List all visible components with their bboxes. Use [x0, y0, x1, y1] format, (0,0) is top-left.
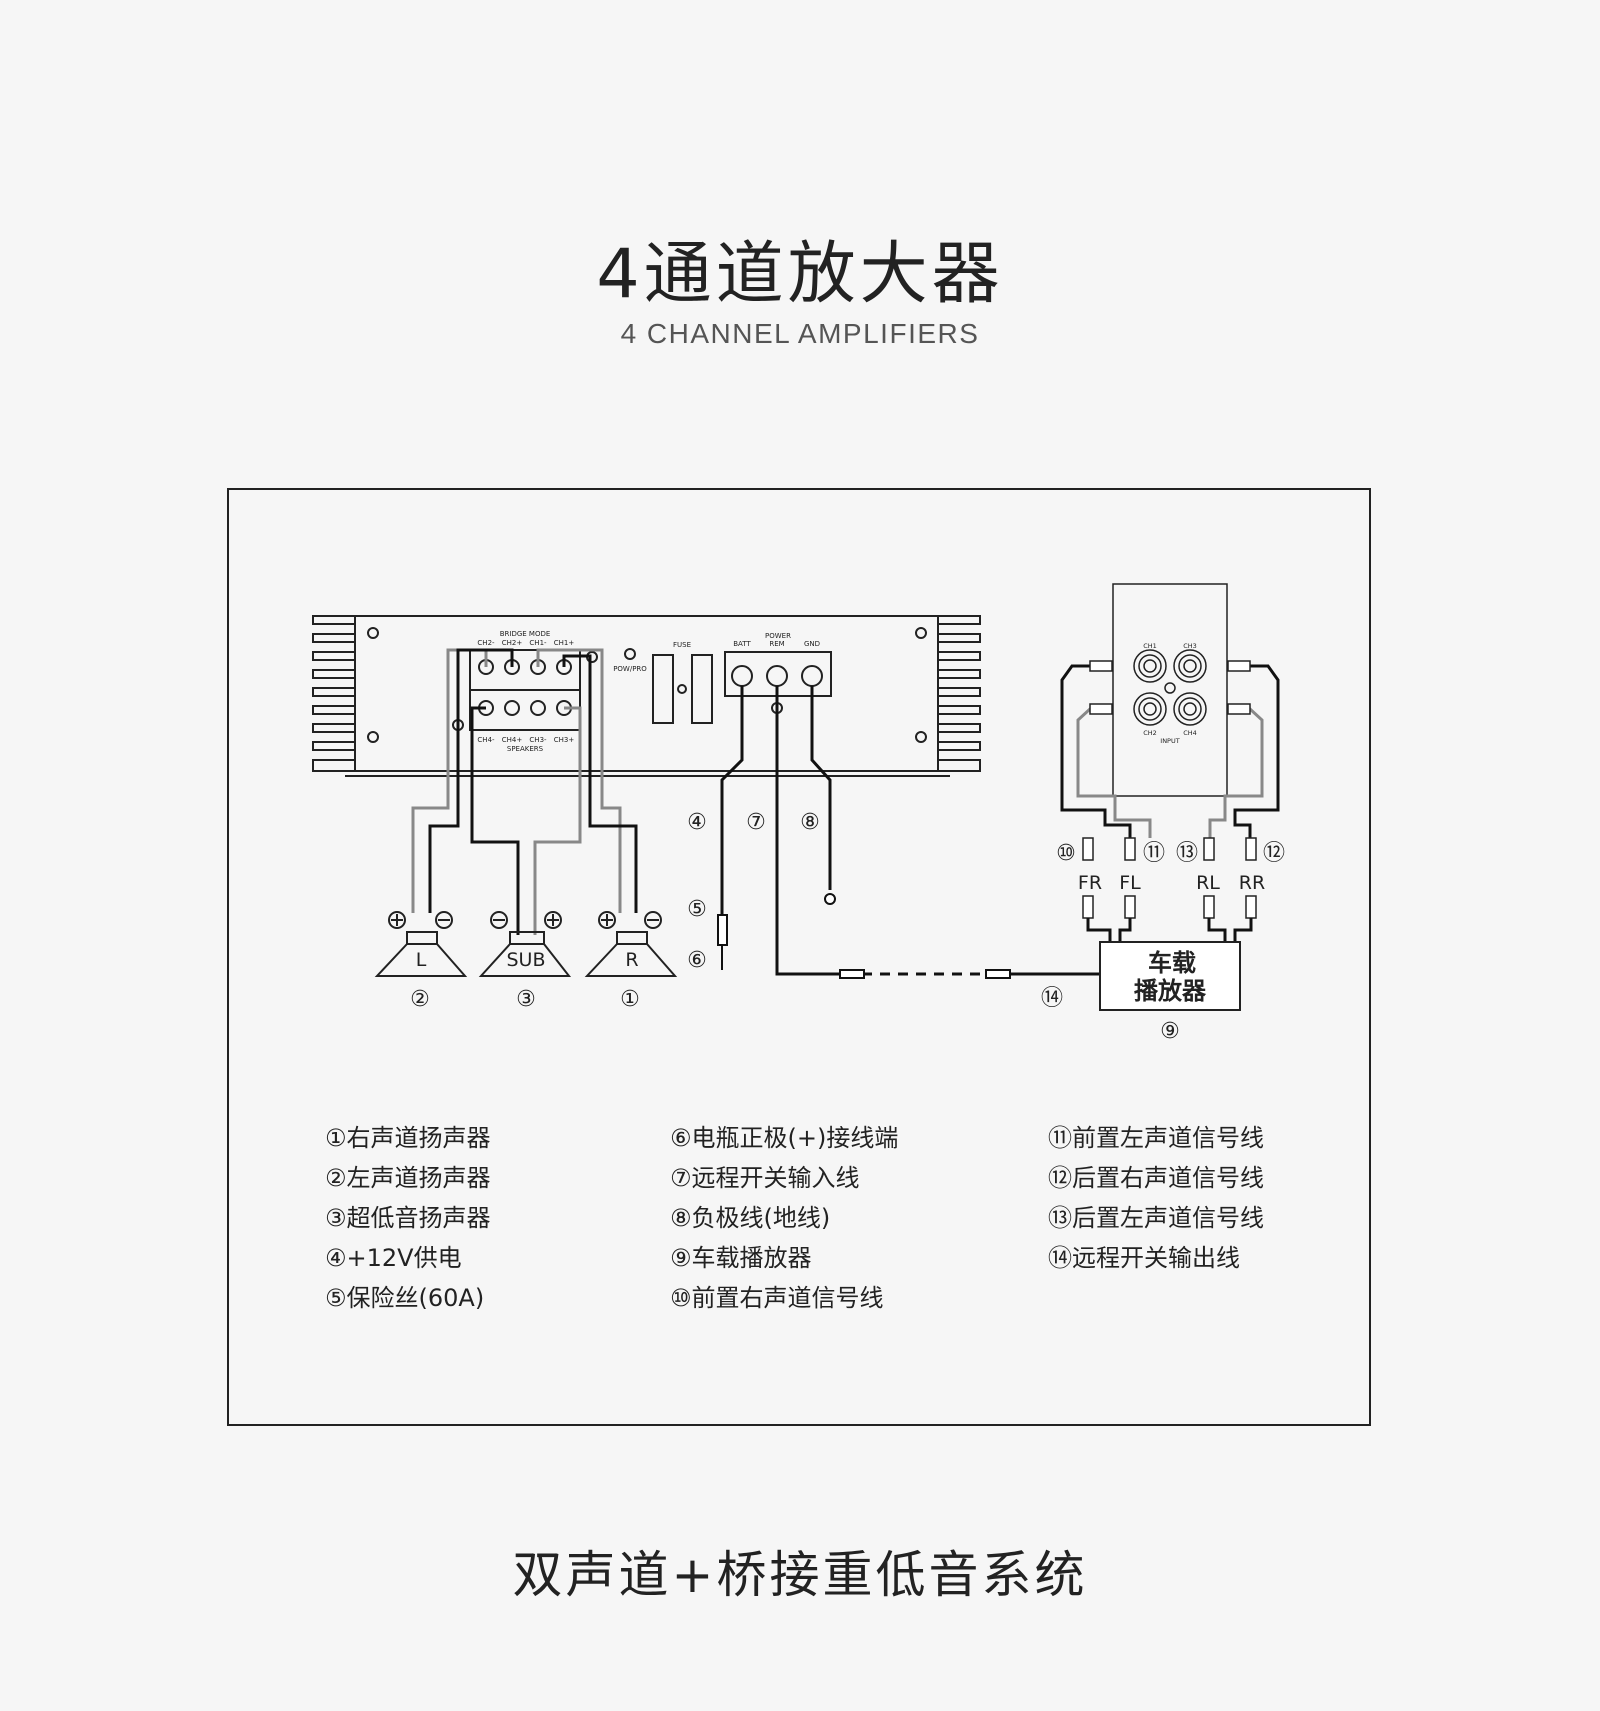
legend-item: ⑤保险丝(60A) [325, 1284, 485, 1312]
rca-cable-ch4 [1208, 707, 1264, 838]
head-unit-label-1: 车载 [1148, 949, 1196, 977]
diagram-frame [227, 488, 1371, 1426]
legend-item: ④+12V供电 [325, 1244, 462, 1272]
legend-item: ⑩前置右声道信号线 [670, 1284, 884, 1312]
fuse-label: FUSE [673, 641, 691, 649]
terminal-label: CH4- [477, 736, 495, 744]
marker-2: ② [410, 987, 430, 1012]
power-terminal-label: REM [769, 640, 784, 648]
pow-pro-label: POW/PRO [613, 665, 647, 673]
marker-1: ① [620, 987, 640, 1012]
heatsink-left [312, 615, 355, 772]
connector-fr: FR [1078, 872, 1102, 894]
speaker-sub [478, 931, 572, 977]
speakers-label: SPEAKERS [507, 745, 544, 753]
legend-item: ⑬后置左声道信号线 [1048, 1204, 1264, 1232]
terminal-label: CH1- [529, 639, 547, 647]
marker-3: ③ [516, 987, 536, 1012]
marker-10: ⑩ [1056, 841, 1076, 866]
fuse-right [691, 654, 713, 724]
fuse-holder [717, 914, 728, 946]
rem-connector-a [839, 969, 865, 979]
legend-column-3: ⑪前置左声道信号线 ⑫后置右声道信号线 ⑬后置左声道信号线 ⑭远程开关输出线 [1048, 1118, 1264, 1278]
wire-left-neg [428, 648, 514, 913]
legend-item: ⑨车载播放器 [670, 1244, 812, 1272]
plug-rl [1203, 837, 1215, 861]
marker-7: ⑦ [746, 810, 766, 835]
footer-caption: 双声道+桥接重低音系统 [512, 1546, 1088, 1604]
legend-column-1: ①右声道扬声器 ②左声道扬声器 ③超低音扬声器 ④+12V供电 ⑤保险丝(60A… [325, 1118, 491, 1318]
speaker-sub-label: SUB [506, 949, 545, 971]
wire-gnd [810, 686, 832, 890]
rca-jacks [1133, 649, 1207, 726]
page-title: 4通道放大器 [596, 235, 1004, 314]
bridge-mode-label: BRIDGE MODE [500, 630, 551, 638]
connector-rl: RL [1196, 872, 1220, 894]
speaker-right-label: R [625, 949, 638, 971]
rca-label: CH4 [1183, 729, 1197, 737]
amplifier-body [354, 615, 939, 772]
terminal-label: CH2- [477, 639, 495, 647]
legend-item: ⑦远程开关输入线 [670, 1164, 860, 1192]
heatsink-right [938, 615, 981, 772]
rca-label: CH3 [1183, 642, 1197, 650]
rca-cable-ch1 [1060, 664, 1132, 838]
legend-item: ①右声道扬声器 [325, 1124, 491, 1152]
marker-5: ⑤ [687, 897, 707, 922]
rca-cable-ch3 [1230, 664, 1280, 838]
power-terminal-label: BATT [733, 640, 751, 648]
page-subtitle: 4 CHANNEL AMPLIFIERS [620, 318, 980, 349]
plug-fl [1124, 837, 1136, 861]
marker-4: ④ [687, 810, 707, 835]
power-terminal-label: GND [804, 640, 820, 648]
terminal-label: CH4+ [502, 736, 523, 744]
marker-13: ⑬ [1176, 841, 1198, 866]
legend-column-2: ⑥电瓶正极(+)接线端 ⑦远程开关输入线 ⑧负极线(地线) ⑨车载播放器 ⑩前置… [670, 1118, 898, 1318]
connector-fl: FL [1119, 872, 1141, 894]
head-unit-panel [1112, 583, 1228, 797]
plug-rr [1245, 837, 1257, 861]
power-label: POWER [765, 632, 791, 640]
wire-sub-neg [470, 706, 520, 935]
head-unit-label-2: 播放器 [1134, 977, 1207, 1005]
legend-item: ⑫后置右声道信号线 [1048, 1164, 1264, 1192]
terminal-label: CH3+ [554, 736, 575, 744]
speaker-left [374, 931, 468, 977]
rem-connector-b [985, 969, 1011, 979]
legend-item: ⑪前置左声道信号线 [1048, 1124, 1264, 1152]
legend-item: ⑥电瓶正极(+)接线端 [670, 1124, 899, 1152]
terminal-label: CH1+ [554, 639, 575, 647]
wire-left-pos [411, 648, 488, 913]
legend-item: ⑧负极线(地线) [670, 1204, 831, 1232]
legend-item: ③超低音扬声器 [325, 1204, 491, 1232]
marker-11: ⑪ [1143, 841, 1165, 866]
marker-9: ⑨ [1160, 1019, 1180, 1044]
marker-12: ⑫ [1263, 841, 1285, 866]
terminal-label: CH2+ [502, 639, 523, 647]
fuse-left [652, 654, 674, 724]
rca-label: CH1 [1143, 642, 1157, 650]
wire-batt [720, 686, 744, 915]
terminal-label: CH3- [529, 736, 547, 744]
marker-14: ⑭ [1041, 986, 1063, 1011]
connector-rr: RR [1239, 872, 1265, 894]
legend-item: ⑭远程开关输出线 [1048, 1244, 1240, 1272]
rca-label: CH2 [1143, 729, 1157, 737]
marker-8: ⑧ [800, 810, 820, 835]
marker-6: ⑥ [687, 948, 707, 973]
legend-item: ②左声道扬声器 [325, 1164, 491, 1192]
speaker-left-label: L [416, 949, 427, 971]
speaker-right [584, 931, 678, 977]
wire-right-neg [562, 654, 638, 913]
wire-sub-pos [533, 706, 582, 935]
plug-fr [1082, 837, 1094, 861]
input-label: INPUT [1160, 737, 1179, 745]
head-unit-box [1099, 941, 1241, 1011]
rca-cable-ch2 [1076, 707, 1152, 838]
ground-lug [824, 893, 836, 905]
